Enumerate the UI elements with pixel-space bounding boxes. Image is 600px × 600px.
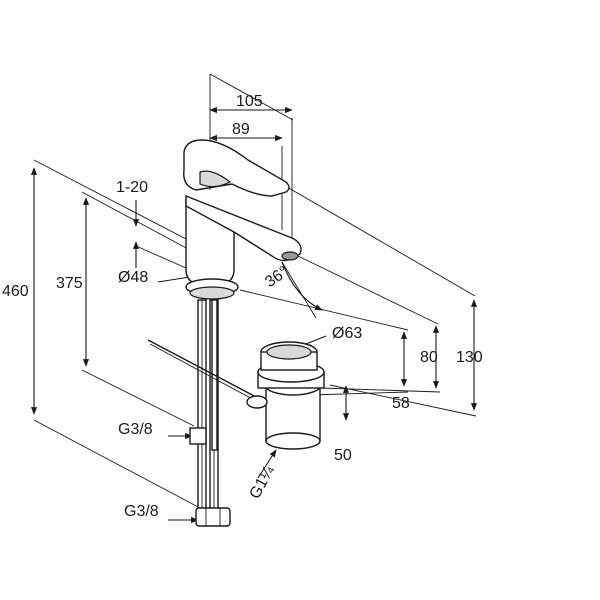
thread-g114: G1¼ <box>247 463 279 502</box>
dim-1-20: 1-20 <box>116 179 148 196</box>
faucet-assembly <box>147 139 302 527</box>
dim-375: 375 <box>56 275 83 292</box>
dimension-lines <box>30 106 478 524</box>
dim-80: 80 <box>420 349 438 366</box>
thread-g38-top: G3/8 <box>118 421 153 438</box>
dim-58: 58 <box>392 395 410 412</box>
dim-diameter-48: Ø48 <box>118 269 148 286</box>
connector-top <box>189 427 207 445</box>
connector-bottom <box>195 507 231 527</box>
dim-angle-36: 36° <box>262 263 292 291</box>
drain-assembly <box>246 341 325 450</box>
faucet-lever <box>183 139 290 197</box>
dim-50: 50 <box>334 447 352 464</box>
dim-105: 105 <box>236 93 263 110</box>
extension-lines <box>33 73 477 509</box>
dim-diameter-63: Ø63 <box>332 325 362 342</box>
dim-89: 89 <box>232 121 250 138</box>
dim-130: 130 <box>456 349 483 366</box>
popup-rod <box>147 339 259 399</box>
thread-g38-bottom: G3/8 <box>124 503 159 520</box>
dim-460: 460 <box>2 283 29 300</box>
